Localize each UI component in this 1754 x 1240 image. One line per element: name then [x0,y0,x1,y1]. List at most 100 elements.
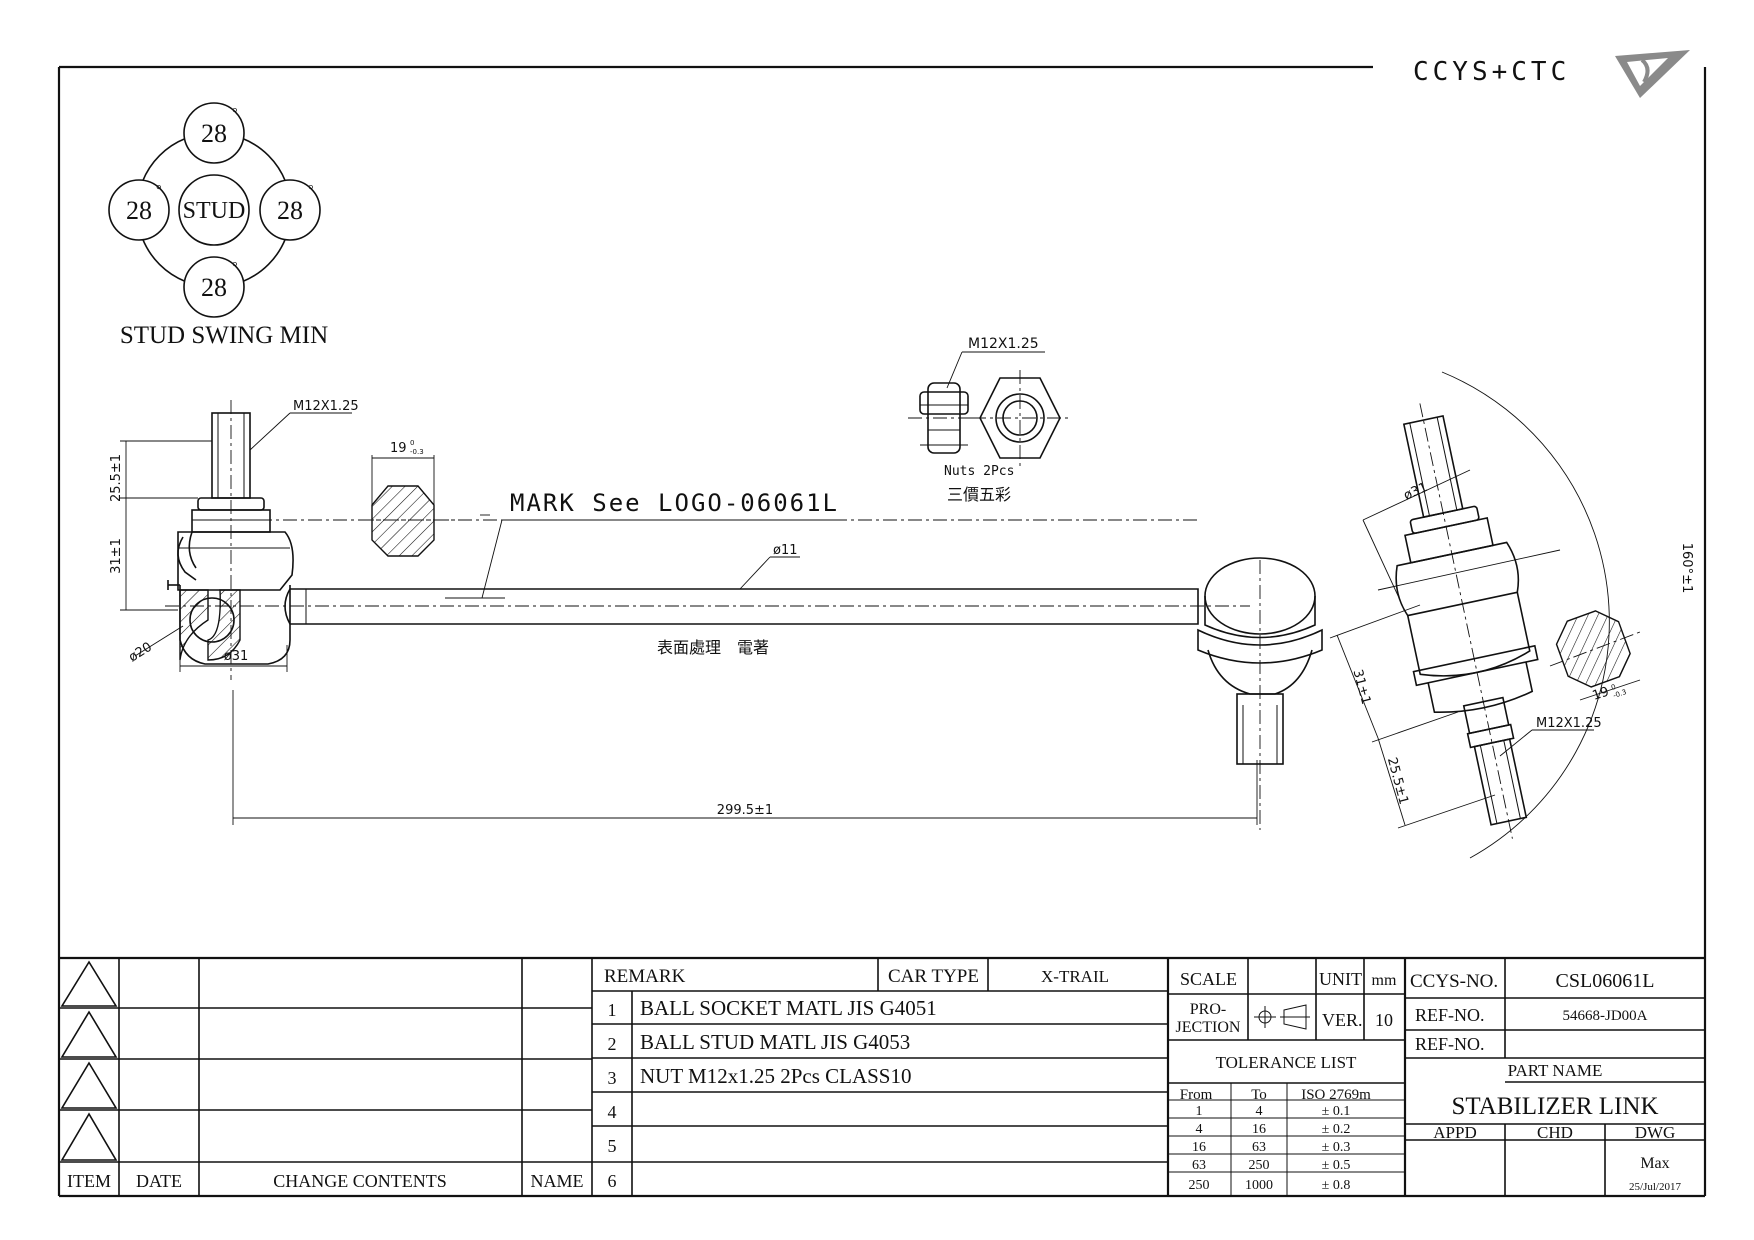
right-side-view [1395,403,1539,839]
rev-header-item: ITEM [67,1171,111,1191]
tolerance-to-5: 1000 [1245,1178,1273,1193]
left-dim-ball: ø20 [126,640,155,666]
tolerance-from-1: 1 [1196,1104,1203,1119]
left-dim-socket: ø31 [224,649,249,664]
ref-no-label: REF-NO. [1415,1005,1485,1025]
ccys-ctc-logo: CCYS+CTC [1413,50,1690,98]
remark-no-6: 6 [608,1171,617,1191]
remark-label: REMARK [604,966,686,987]
degree-mark-right: ° [308,183,314,198]
remark-no-5: 5 [608,1136,617,1156]
title-block: CCYS-NO. CSL06061L REF-NO. 54668-JD00A R… [1405,958,1705,1196]
remarks-table: REMARK CAR TYPE X-TRAIL 1 2 3 4 5 6 BALL… [592,958,1170,1196]
ref-no-value: 54668-JD00A [1563,1008,1648,1024]
car-type-value: X-TRAIL [1041,967,1109,986]
degree-mark-bottom: ° [232,260,238,275]
tolerance-header-iso: ISO 2769m [1301,1087,1371,1103]
tolerance-value-2: ± 0.2 [1322,1122,1351,1137]
swing-angle-right: 28 [277,196,303,225]
left-end-view: 25.5±1 31±1 ø20 ø31 M12X1.25 [109,399,1250,680]
right-dim-stud: 25.5±1 [1384,756,1411,806]
tolerance-title: TOLERANCE LIST [1216,1053,1357,1072]
left-thread-label: M12X1.25 [293,399,359,414]
tolerance-header-from: From [1180,1087,1213,1103]
chd-label: CHD [1537,1123,1573,1142]
dwg-name: Max [1640,1155,1669,1172]
tolerance-to-2: 16 [1252,1122,1266,1137]
tolerance-value-1: ± 0.1 [1322,1104,1351,1119]
ccys-no-value: CSL06061L [1556,970,1655,992]
ref-no2-label: REF-NO. [1415,1034,1485,1054]
remark-text-2: BALL STUD MATL JIS G4053 [640,1030,910,1054]
drawing-date: 25/Jul/2017 [1629,1181,1681,1193]
projection-symbol-icon [1254,1004,1310,1030]
right-hex-section: 19 0 -0.3 [1549,610,1641,704]
part-name-value: STABILIZER LINK [1452,1093,1659,1120]
projection-label-2: JECTION [1176,1019,1241,1036]
left-wrench-flat: 19 [390,441,407,456]
logo-text: CCYS+CTC [1413,57,1570,87]
revision-table: ITEM DATE CHANGE CONTENTS NAME [59,956,1705,1196]
remark-no-4: 4 [608,1102,617,1122]
tolerance-to-3: 63 [1252,1140,1266,1155]
left-wrench-tol-lower: -0.3 [410,448,424,456]
remark-text-3: NUT M12x1.25 2Pcs CLASS10 [640,1064,911,1088]
tolerance-header-to: To [1251,1087,1267,1103]
tolerance-from-2: 4 [1196,1122,1203,1137]
ccys-no-label: CCYS-NO. [1410,971,1498,992]
rod-length: 299.5±1 [717,803,773,818]
unit-value: mm [1372,972,1397,989]
remark-no-2: 2 [608,1034,617,1054]
remark-no-1: 1 [608,1000,617,1020]
rod-diameter: ø11 [773,543,798,558]
car-type-label: CAR TYPE [888,966,979,987]
right-wrench-flat: 19 [1591,684,1611,703]
right-wrench-tol-upper: 0 [1610,683,1617,692]
tolerance-from-5: 250 [1189,1178,1210,1193]
left-hex-section: 19 0 -0.3 [360,439,455,557]
tolerance-value-4: ± 0.5 [1322,1158,1351,1173]
rev-header-contents: CHANGE CONTENTS [273,1171,447,1191]
stud-swing-caption: STUD SWING MIN [120,322,328,349]
right-wrench-tol-lower: -0.3 [1612,688,1627,700]
right-swing-radius: 160°±1 [1679,543,1694,593]
right-view-dimensions: 160°±1 ø31 31±1 25.5±1 M12X1.25 [1329,371,1694,859]
nut-detail: M12X1.25 Nuts 2Pcs 三價五彩 [908,336,1072,504]
nut-thread-label: M12X1.25 [968,336,1039,352]
tolerance-to-1: 4 [1256,1104,1263,1119]
ver-label: VER. [1322,1010,1363,1030]
right-thread-label: M12X1.25 [1536,716,1602,731]
left-dim-body: 31±1 [109,538,124,574]
projection-label-1: PRO- [1190,1001,1226,1018]
stabilizer-rod: MARK See LOGO-06061L ø11 表面處理 電著 299.5±1 [232,489,1323,830]
ver-value: 10 [1375,1010,1393,1030]
remark-no-3: 3 [608,1068,617,1088]
swing-angle-top: 28 [201,119,227,148]
swing-angle-bottom: 28 [201,273,227,302]
stud-swing-diagram: 28 28 28 28 ° ° ° ° STUD STUD SWING MIN [108,102,328,349]
rev-header-name: NAME [531,1171,584,1191]
remark-text-1: BALL SOCKET MATL JIS G4051 [640,996,937,1020]
tolerance-from-3: 16 [1192,1140,1206,1155]
right-dim-body: 31±1 [1350,668,1374,706]
dwg-label: DWG [1635,1123,1676,1142]
tolerance-to-4: 250 [1249,1158,1270,1173]
part-name-label: PART NAME [1508,1061,1603,1080]
tolerance-value-5: ± 0.8 [1322,1178,1351,1193]
rev-header-date: DATE [136,1171,182,1191]
degree-mark-left: ° [156,183,162,198]
nut-finish: 三價五彩 [947,485,1011,504]
rod-surface-note: 表面處理 電著 [657,638,769,657]
scale-label: SCALE [1180,969,1237,989]
swing-angle-left: 28 [126,196,152,225]
rod-mark-note: MARK See LOGO-06061L [510,489,839,517]
appd-label: APPD [1433,1123,1476,1142]
stud-label: STUD [183,198,246,224]
nut-qty: Nuts 2Pcs [944,464,1014,479]
left-wrench-tol-upper: 0 [410,439,414,447]
unit-label: UNIT [1319,969,1362,989]
tolerance-from-4: 63 [1192,1158,1206,1173]
spec-block: SCALE UNIT mm PRO- JECTION VER. 10 TOLER… [1168,958,1407,1196]
left-dim-stud: 25.5±1 [109,454,124,502]
